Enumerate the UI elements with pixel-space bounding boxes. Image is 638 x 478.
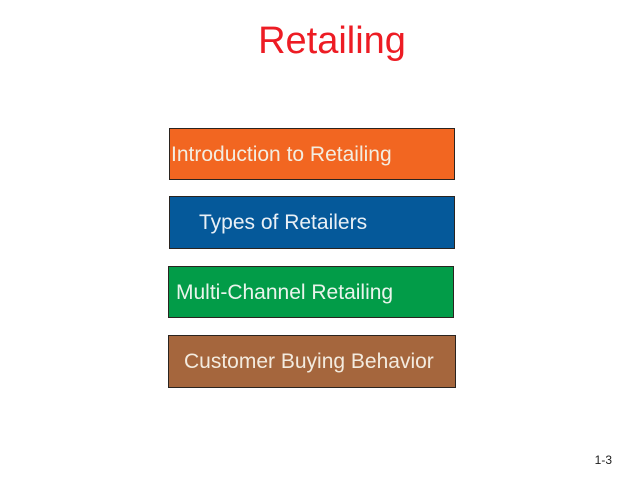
topic-box-types-of-retailers: Types of Retailers [169,196,455,249]
topic-box-label: Customer Buying Behavior [184,350,434,373]
topic-box-label: Introduction to Retailing [171,142,392,166]
topic-box-introduction-to-retailing: Introduction to Retailing [169,128,455,180]
topic-box-label: Types of Retailers [199,211,368,234]
topic-box-label: Multi-Channel Retailing [176,280,394,304]
topic-box-multi-channel-retailing: Multi-Channel Retailing [168,266,454,318]
slide-page-number: 1-3 [594,453,612,467]
topic-box-customer-buying-behavior: Customer Buying Behavior [168,335,456,388]
slide-title: Retailing [258,20,406,62]
